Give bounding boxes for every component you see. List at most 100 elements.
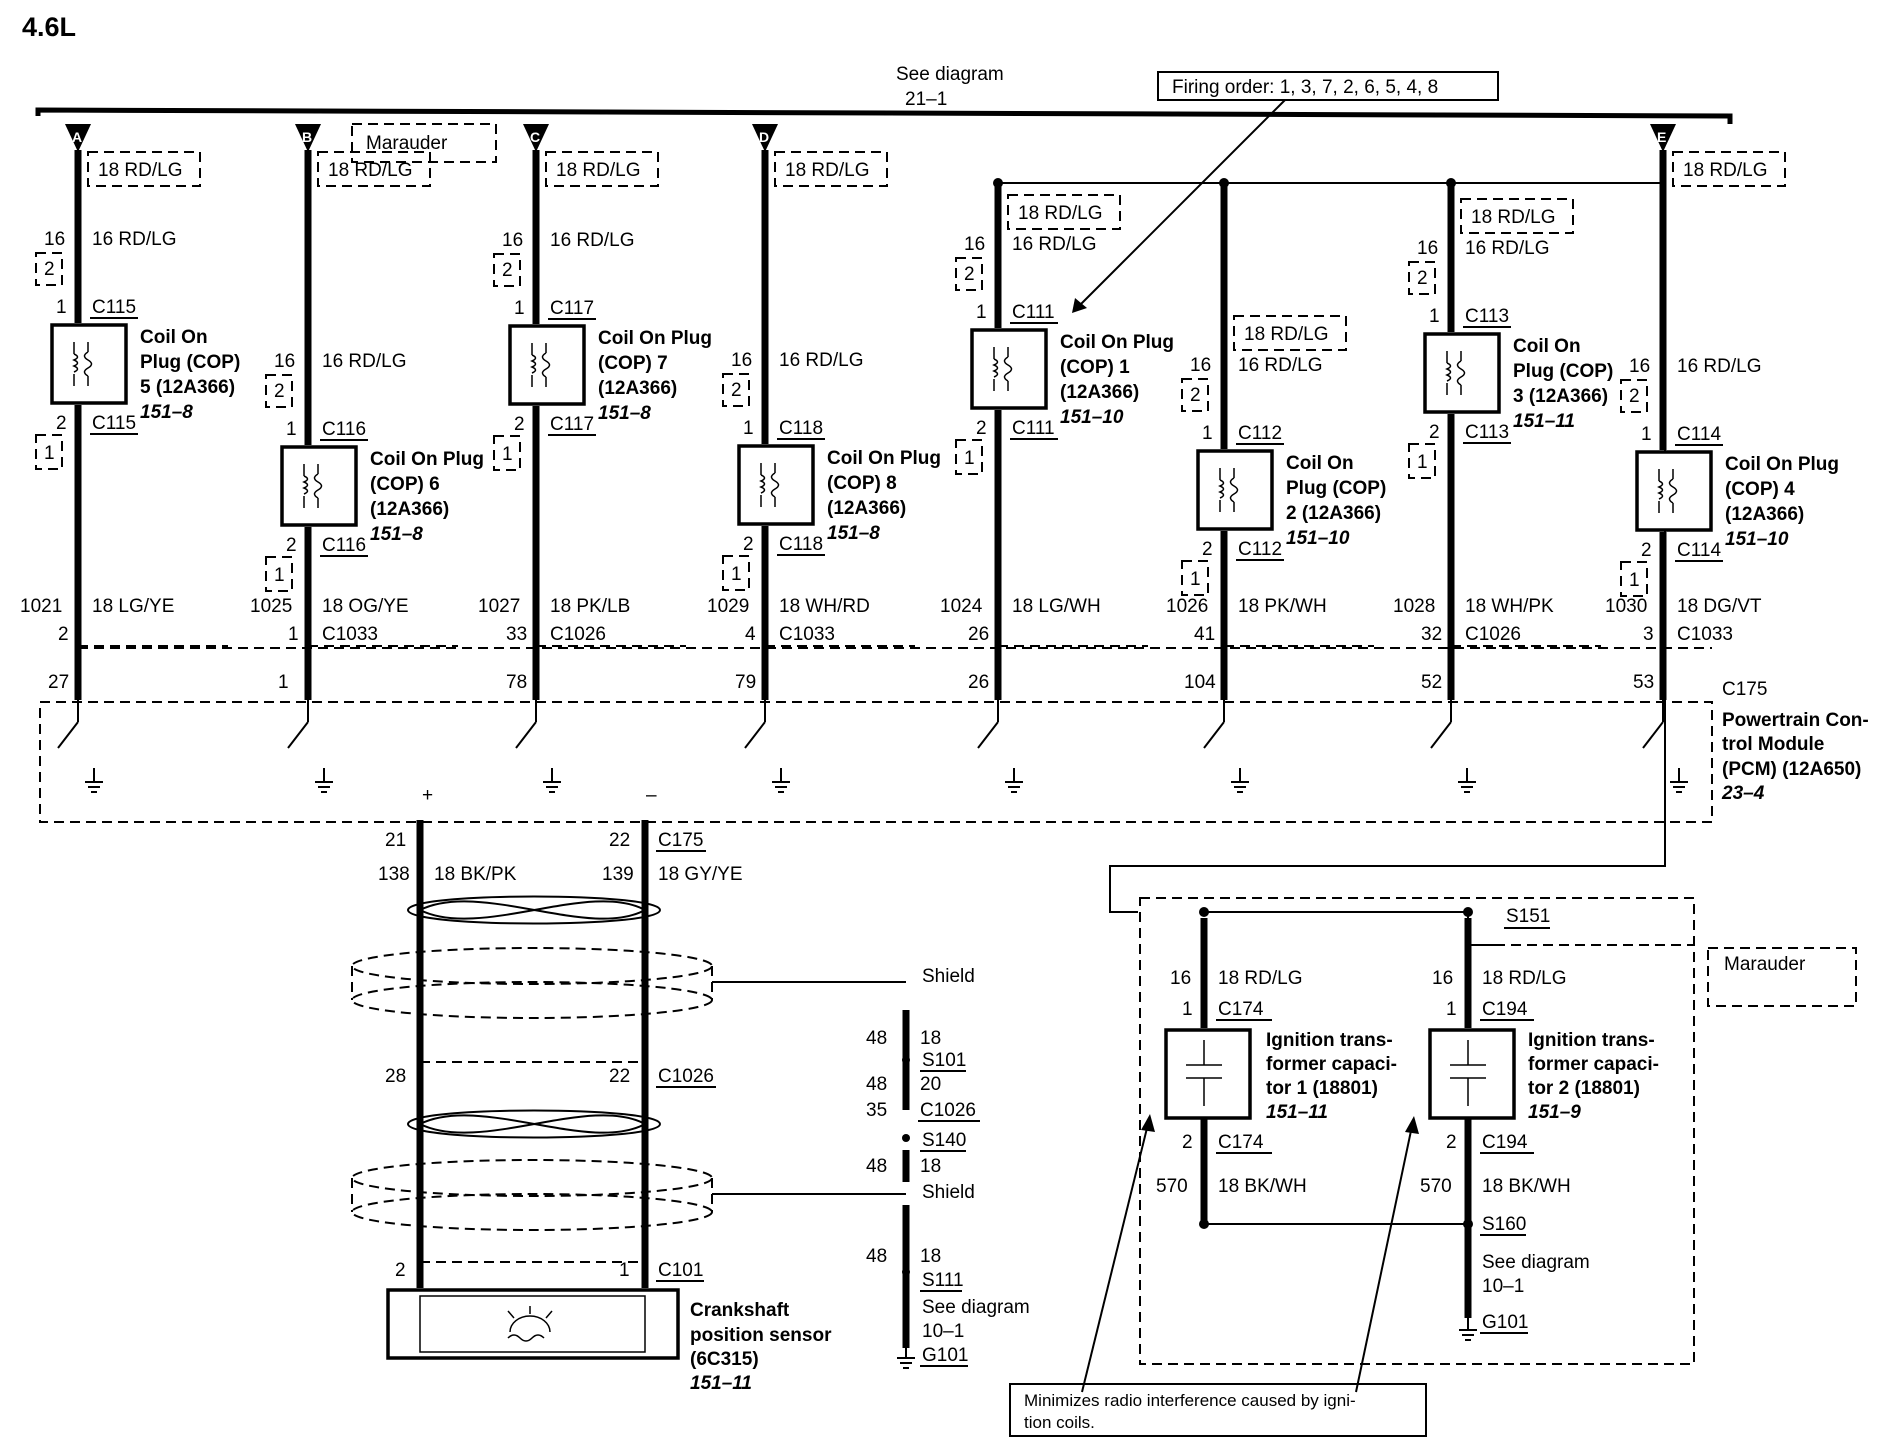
- wire-color-label: 16 RD/LG: [550, 230, 634, 251]
- alt-pin-box-bottom: [955, 439, 983, 475]
- ground-g101-label: G101: [922, 1345, 968, 1366]
- alt-pin-top-label: 2: [1190, 385, 1201, 406]
- cap1-label-line-1: Ignition trans-: [1266, 1030, 1393, 1051]
- coil-label-line: (COP) 4: [1725, 479, 1795, 500]
- pcm-driver-switch: [57, 700, 79, 749]
- shield-b-gauge: 20: [920, 1074, 941, 1095]
- coil-pin-2: 2: [286, 535, 297, 556]
- output-connector-pin: 2: [58, 624, 69, 645]
- output-connector-label: C1033: [322, 624, 378, 645]
- coil-pin-1: 1: [1202, 423, 1213, 444]
- wire-color-label: 16 RD/LG: [779, 350, 863, 371]
- circuit-tag-marker: [65, 124, 91, 152]
- ckp-right-pcm-pin: 22: [609, 830, 630, 851]
- coil-connector-top: C116: [322, 419, 366, 440]
- alt-pin-bottom-label: 1: [502, 444, 513, 465]
- output-connector-label: C1026: [1465, 624, 1521, 645]
- note-arrow-1: [1081, 1123, 1149, 1393]
- pcm-ground-icon: [314, 767, 334, 793]
- marauder-tag-bottom: [1707, 947, 1857, 1007]
- cap1-ref: 151–11: [1266, 1102, 1328, 1123]
- alt-wire-tag: [87, 151, 201, 187]
- output-wire-color: 18 WH/PK: [1465, 596, 1554, 617]
- wire-gauge-label: 16: [964, 234, 985, 255]
- alt-wire-tag: [1460, 198, 1574, 234]
- coil-label-line: Coil On: [140, 327, 208, 348]
- coil-pin-2: 2: [1641, 540, 1652, 561]
- pcm-driver-switch: [287, 700, 309, 749]
- cap1-label-line-2: former capaci-: [1266, 1054, 1397, 1075]
- pcm-label-line-1: Powertrain Con-: [1722, 710, 1869, 731]
- coil-pin-1: 1: [743, 418, 754, 439]
- output-wire-color: 18 OG/YE: [322, 596, 409, 617]
- wire-gauge-label: 16: [502, 230, 523, 251]
- capacitor-section: Marauder S151 16 18 RD/LG 1 C174 Ignitio…: [1081, 897, 1857, 1393]
- splice-s160: S160: [1482, 1214, 1526, 1235]
- top-bus-bracket: [35, 107, 1733, 124]
- pcm-module-box: [39, 701, 1713, 823]
- cap1-pin2: 2: [1182, 1132, 1193, 1153]
- pcm-pin-number: 52: [1421, 672, 1442, 693]
- crankshaft-sensor-icon: [507, 1306, 553, 1342]
- circuit-tag-letter: D: [759, 129, 769, 145]
- output-wire-color: 18 LG/WH: [1012, 596, 1101, 617]
- coil-connector-bottom: C111: [1012, 418, 1055, 439]
- alt-pin-box-top: [493, 253, 521, 287]
- shield-e-circuit: 48: [866, 1246, 887, 1267]
- circuit-tag-marker: [1650, 124, 1676, 152]
- circuit-tag-letter: C: [530, 129, 540, 145]
- coil-on-plug-box: [508, 324, 586, 406]
- bus-junction-dot: [993, 178, 1003, 188]
- ckp-twist-2: [407, 1109, 662, 1139]
- wire-gauge-label: 16: [44, 229, 65, 250]
- alt-pin-top-label: 2: [964, 264, 975, 285]
- pcm-pin-number: 79: [735, 672, 756, 693]
- ground-g101-cap-icon: [1458, 1315, 1478, 1341]
- coil-label-line: (12A366): [1060, 382, 1139, 403]
- coil-label-line: (12A366): [827, 498, 906, 519]
- wire-gauge-label: 16: [1190, 355, 1211, 376]
- crankshaft-sensor-box: [386, 1288, 680, 1360]
- marauder-tag-top-label: Marauder: [366, 133, 448, 154]
- shield-see-diagram: See diagram: [922, 1297, 1030, 1318]
- alt-pin-top-label: 2: [44, 259, 55, 280]
- cap2-conn-top: C194: [1482, 999, 1528, 1020]
- shield-2-label: Shield: [922, 1182, 975, 1203]
- alt-pin-box-top: [1181, 378, 1209, 412]
- coil-pin-1: 1: [1429, 306, 1440, 327]
- alt-wire-label: 18 RD/LG: [1471, 207, 1555, 228]
- top-bus-see-ref: 21–1: [905, 89, 947, 110]
- cap2-pin2: 2: [1446, 1132, 1457, 1153]
- ckp-pcm-connector: C175: [658, 830, 703, 851]
- alt-pin-top-label: 2: [1629, 386, 1640, 407]
- cap2-conn-bot: C194: [1482, 1132, 1528, 1153]
- output-connector-pin: 32: [1421, 624, 1442, 645]
- coil-on-plug-box: [280, 445, 358, 527]
- cap2-circuit: 16: [1432, 968, 1453, 989]
- coil-label-line: Coil On Plug: [598, 328, 712, 349]
- shield-d-circuit: 48: [866, 1156, 887, 1177]
- shield-see-ref: 10–1: [922, 1321, 964, 1342]
- coil-connector-top: C117: [550, 298, 594, 319]
- cap1-pin1: 1: [1182, 999, 1193, 1020]
- alt-pin-box-bottom: [1620, 561, 1648, 597]
- coil-on-plug-box: [1635, 450, 1713, 532]
- output-wire-color: 18 WH/RD: [779, 596, 870, 617]
- alt-pin-box-bottom: [35, 434, 63, 470]
- output-circuit-number: 1030: [1605, 596, 1647, 617]
- coil-pin-1: 1: [56, 297, 67, 318]
- coil-connector-top: C114: [1677, 424, 1721, 445]
- shield-c-circuit: 35: [866, 1100, 887, 1121]
- wire-color-label: 16 RD/LG: [1677, 356, 1761, 377]
- coil-label-line: (12A366): [598, 378, 677, 399]
- wire-gauge-label: 16: [1417, 238, 1438, 259]
- note-line-1: Minimizes radio interference caused by i…: [1024, 1391, 1356, 1410]
- coil-connector-top: C113: [1465, 306, 1509, 327]
- alt-pin-bottom-label: 1: [1417, 452, 1428, 473]
- crankshaft-sensor-inner: [419, 1295, 646, 1353]
- cap1-wire-color: 18 RD/LG: [1218, 968, 1302, 989]
- wire-color-label: 16 RD/LG: [322, 351, 406, 372]
